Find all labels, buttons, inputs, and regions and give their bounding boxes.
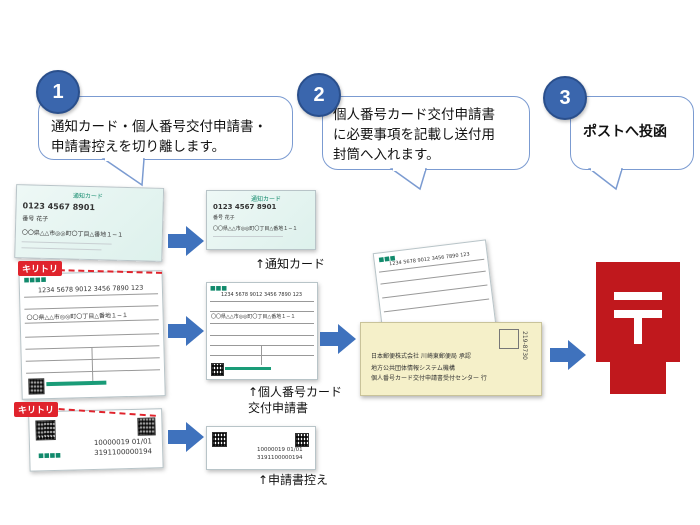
kiritori-tag-bottom: キリトリ — [14, 402, 58, 417]
step-2-bubble: 個人番号カード交付申請書 に必要事項を記載し送付用 封筒へ入れます。 — [322, 96, 530, 170]
kiritori-tag-top: キリトリ — [18, 261, 62, 276]
step-2-text-line3: 封筒へ入れます。 — [333, 145, 495, 165]
step-3-bubble: ポストへ投函 — [570, 96, 694, 170]
arrow-to-application — [166, 314, 206, 348]
envelope-line1: 日本郵便株式会社 川崎東郵便局 承認 — [371, 351, 471, 360]
notice-card-caption: ↑通知カード — [255, 256, 325, 272]
notice-card-title: 通知カード — [251, 194, 281, 203]
arrow-to-copy — [166, 420, 206, 454]
sheet-card-title: 通知カード — [73, 191, 103, 201]
application-copy: 10000019 01/01 3191100000194 — [206, 426, 316, 470]
notice-card: 通知カード 0123 4567 8901 番号 花子 〇〇県△△市◎◎町〇丁目△… — [206, 190, 316, 250]
step-1-text-line2: 申請書控えを切り離します。 — [51, 137, 267, 157]
notice-card-name: 番号 花子 — [213, 214, 235, 221]
mailing-envelope: 219-8730 日本郵便株式会社 川崎東郵便局 承認 地方公共団体情報システム… — [360, 322, 542, 396]
application-caption-line2: 交付申請書 — [248, 400, 342, 416]
sheet-card-name: 番号 花子 — [22, 213, 48, 223]
application-copy-caption: ↑申請書控え — [258, 472, 328, 488]
step-2-number: 2 — [297, 73, 341, 117]
step-2-text-line2: に必要事項を記載し送付用 — [333, 125, 495, 145]
sheet-card-address: 〇〇県△△市◎◎町〇丁目△番地１−１ — [22, 227, 124, 239]
envelope-line2: 地方公共団体情報システム機構 — [371, 363, 455, 372]
step-3-text: ポストへ投函 — [583, 122, 667, 142]
postbox-icon — [592, 258, 684, 398]
step-1-text-line1: 通知カード・個人番号交付申請書・ — [51, 117, 267, 137]
notice-card-number: 0123 4567 8901 — [213, 203, 276, 211]
step-2-text-line1: 個人番号カード交付申請書 — [333, 105, 495, 125]
sheet-card-number: 0123 4567 8901 — [22, 201, 95, 212]
step-1-bubble: 通知カード・個人番号交付申請書・ 申請書控えを切り離します。 — [38, 96, 293, 160]
sheet-app-number: 1234 5678 9012 3456 7890 123 — [38, 284, 144, 295]
arrow-to-postbox — [548, 338, 588, 372]
application-address: 〇〇県△△市◎◎町〇丁目△番地１−１ — [211, 313, 295, 320]
sheet-application-copy: 10000019 01/01 3191100000194 ■■■■ — [28, 408, 164, 471]
step-3-number: 3 — [543, 76, 587, 120]
sheet-notice-card: 通知カード 0123 4567 8901 番号 花子 〇〇県△△市◎◎町〇丁目△… — [14, 184, 164, 262]
application-form: ■■■ 1234 5678 9012 3456 7890 123 〇〇県△△市◎… — [206, 282, 318, 380]
copy-number2: 3191100000194 — [257, 455, 303, 461]
sheet-copy-number: 10000019 01/01 — [94, 437, 152, 447]
sheet-copy-number2: 3191100000194 — [94, 447, 152, 457]
arrow-to-notice-card — [166, 224, 206, 258]
notice-card-address: 〇〇県△△市◎◎町〇丁目△番地１−１ — [213, 225, 297, 232]
application-caption-line1: ↑個人番号カード — [248, 384, 342, 400]
arrow-to-envelope — [318, 322, 358, 356]
application-number: 1234 5678 9012 3456 7890 123 — [221, 292, 302, 298]
step-3-bubble-tail — [588, 167, 628, 193]
envelope-line3: 個人番号カード交付申請書受付センター 行 — [371, 373, 487, 382]
step-2-bubble-tail — [390, 167, 430, 193]
step-1-number: 1 — [36, 70, 80, 114]
sheet-application-form: ■■■■ 1234 5678 9012 3456 7890 123 〇〇県△△市… — [18, 270, 165, 400]
copy-number: 10000019 01/01 — [257, 447, 303, 453]
full-application-sheet: 通知カード 0123 4567 8901 番号 花子 〇〇県△△市◎◎町〇丁目△… — [14, 184, 168, 478]
application-caption: ↑個人番号カード 交付申請書 — [248, 384, 342, 416]
